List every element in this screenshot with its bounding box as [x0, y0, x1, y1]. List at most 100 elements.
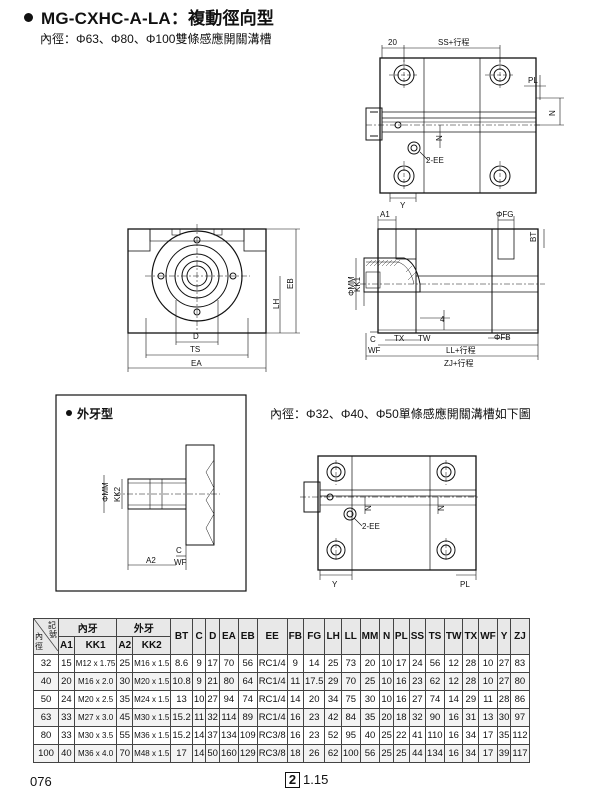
dim-mm: ΦMM: [347, 276, 356, 296]
table-cell: 23: [408, 672, 427, 691]
table-cell: 15.2: [170, 726, 193, 745]
table-cell: M48 x 1.5: [132, 744, 172, 763]
table-cell: 56: [425, 654, 445, 673]
dim-c: C: [370, 335, 376, 344]
table-cell: 24: [408, 654, 427, 673]
dim-ll: LL+行程: [446, 345, 476, 355]
table-cell: 32: [205, 708, 220, 727]
dim-ea: EA: [191, 359, 202, 368]
table-cell: 117: [510, 744, 530, 763]
table-cell: 17.5: [302, 672, 326, 691]
table-cell: 27: [408, 690, 427, 709]
table-cell: 10: [478, 672, 498, 691]
table-cell: 16: [286, 708, 304, 727]
sub-header: A1: [58, 636, 75, 655]
external-thread-label: 外牙型: [66, 405, 113, 422]
small-bore-top-view-drawing: [300, 455, 480, 580]
table-cell: 10: [379, 672, 394, 691]
table-cell: 34: [324, 690, 342, 709]
table-cell: 25: [379, 726, 394, 745]
external-thread-drawing: [55, 394, 247, 592]
technical-drawings: 20 SS+行程 PL N N 2-EE Y EB LH D TS EA A1 …: [55, 37, 564, 592]
col-header: SS: [408, 618, 427, 655]
dim-n-small-2: N: [437, 505, 446, 511]
dim-y: Y: [400, 201, 406, 210]
col-header: D: [205, 618, 220, 655]
table-cell: M36 x 4.0: [73, 744, 118, 763]
table-cell: 40: [58, 744, 75, 763]
table-cell: 80: [510, 672, 530, 691]
table-cell: 30: [496, 708, 512, 727]
table-cell: M20 x 2.5: [73, 690, 118, 709]
col-header: BT: [170, 618, 193, 655]
table-cell: 114: [218, 708, 239, 727]
table-cell: 11: [478, 690, 498, 709]
table-cell: 16: [286, 726, 304, 745]
table-cell: 27: [496, 654, 512, 673]
table-cell: 42: [324, 708, 342, 727]
small-bore-note: 內徑：Φ32、Φ40、Φ50單條感應開關溝槽如下圖: [270, 407, 531, 421]
table-cell: 14: [302, 654, 326, 673]
table-cell: 16: [392, 672, 410, 691]
table-cell: 12: [443, 654, 464, 673]
table-cell: 100: [340, 744, 361, 763]
table-cell: 62: [425, 672, 445, 691]
table-cell: 16: [443, 744, 464, 763]
table-cell: 25: [379, 744, 394, 763]
table-cell: 17: [478, 744, 498, 763]
table-cell: 13: [170, 690, 193, 709]
table-cell: M16 x 1.5: [132, 654, 172, 673]
table-cell: 70: [340, 672, 361, 691]
dim-pl: PL: [528, 76, 538, 85]
table-cell: 134: [218, 726, 239, 745]
table-cell: 9: [191, 672, 207, 691]
col-header: EE: [256, 618, 288, 655]
page-number: 076: [30, 774, 52, 789]
table-cell: 45: [116, 708, 134, 727]
table-cell: 41: [408, 726, 427, 745]
bullet-icon: [24, 13, 33, 22]
table-cell: M30 x 3.5: [73, 726, 118, 745]
sub-header: KK1: [73, 636, 118, 655]
dim-ts: TS: [190, 345, 200, 354]
table-cell: 20: [379, 708, 394, 727]
table-cell: 32: [33, 654, 59, 673]
col-header: EB: [237, 618, 258, 655]
col-header: MM: [359, 618, 381, 655]
table-cell: 28: [496, 690, 512, 709]
col-header: PL: [392, 618, 410, 655]
dim-bt: BT: [529, 232, 538, 242]
table-cell: RC3/8: [256, 726, 288, 745]
table-cell: 10.8: [170, 672, 193, 691]
table-cell: 16: [443, 726, 464, 745]
table-cell: 35: [359, 708, 381, 727]
table-cell: 14: [191, 726, 207, 745]
front-view-drawing: [127, 224, 300, 372]
col-header: TW: [443, 618, 464, 655]
table-cell: 73: [340, 654, 361, 673]
table-cell: 12: [443, 672, 464, 691]
dim-a2: A2: [146, 556, 156, 565]
corner-header: 記 號 內 徑: [33, 618, 59, 655]
title-text: MG-CXHC-A-LA：複動徑向型: [41, 9, 275, 28]
table-cell: 18: [392, 708, 410, 727]
table-cell: RC1/4: [256, 672, 288, 691]
table-cell: 14: [443, 690, 464, 709]
table-cell: 20: [359, 654, 381, 673]
table-cell: 44: [408, 744, 427, 763]
sub-header: KK2: [132, 636, 172, 655]
table-cell: 56: [237, 654, 258, 673]
table-cell: 18: [286, 744, 304, 763]
table-cell: 50: [205, 744, 220, 763]
group-outer-header: 外牙: [116, 618, 172, 637]
table-cell: 17: [205, 654, 220, 673]
table-cell: 129: [237, 744, 258, 763]
table-cell: 110: [425, 726, 445, 745]
table-cell: 8.6: [170, 654, 193, 673]
table-cell: 33: [58, 708, 75, 727]
table-cell: 11: [286, 672, 304, 691]
